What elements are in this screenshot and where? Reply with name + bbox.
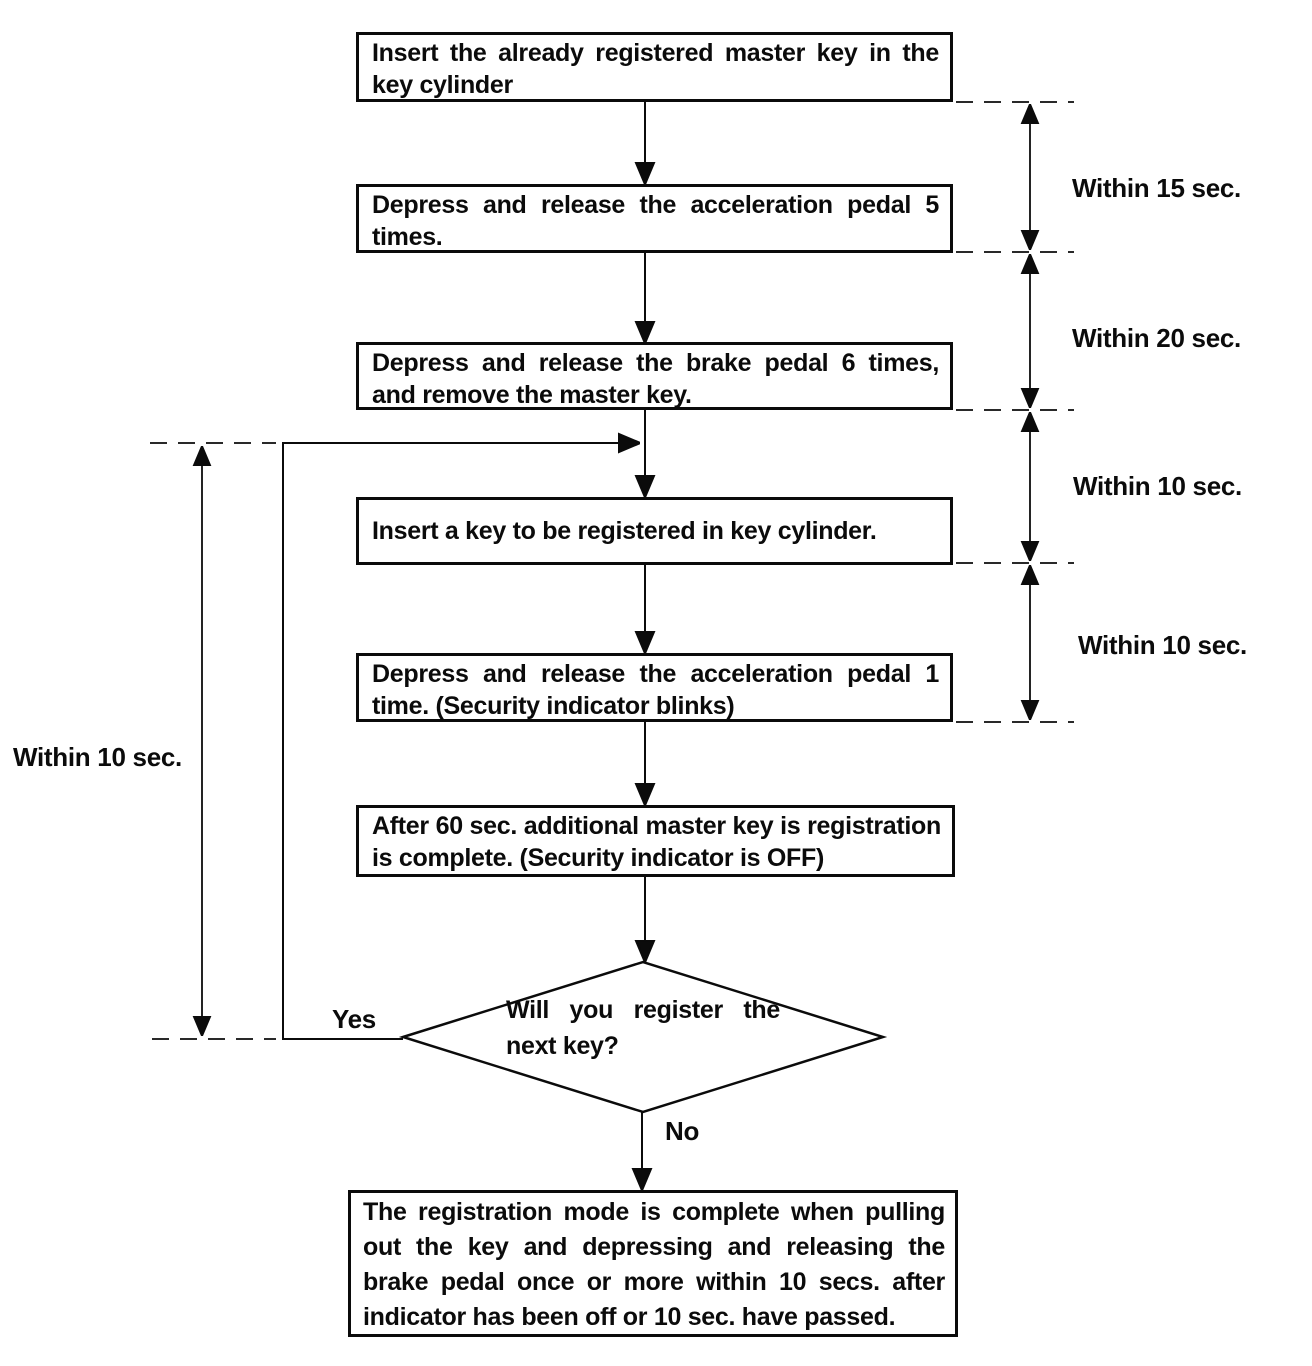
- timing-label-within-10-sec-a: Within 10 sec.: [1073, 471, 1242, 501]
- timing-label-within-10-sec-left: Within 10 sec.: [13, 742, 182, 772]
- step-text-line: is complete. (Security indicator is OFF): [372, 844, 824, 872]
- step-box-insert-key-to-register: Insert a key to be registered in key cyl…: [356, 497, 953, 565]
- step-box-accel-pedal-1-time: Depress and release the acceleration ped…: [356, 653, 953, 722]
- step-text-line: Depress and release the acceleration ped…: [372, 660, 939, 688]
- decision-yes-label: Yes: [332, 1004, 376, 1034]
- step-text-line: time. (Security indicator blinks): [372, 692, 735, 720]
- step-text-line: brake pedal once or more within 10 secs.…: [363, 1268, 945, 1296]
- step-text-line: Depress and release the brake pedal 6 ti…: [372, 349, 939, 377]
- timing-label-within-15-sec: Within 15 sec.: [1072, 173, 1241, 203]
- step-connectors: [642, 102, 645, 1187]
- decision-diamond: [398, 960, 888, 1114]
- step-text-line: After 60 sec. additional master key is r…: [372, 812, 941, 840]
- yes-loop-path: [282, 443, 637, 1040]
- step-text-line: Insert a key to be registered in key cyl…: [372, 517, 877, 545]
- step-box-accel-pedal-5-times: Depress and release the acceleration ped…: [356, 184, 953, 253]
- step-text-line: key cylinder: [372, 71, 513, 99]
- step-text-line: times.: [372, 223, 443, 251]
- decision-text-line: Will you register the: [506, 996, 780, 1024]
- step-box-registration-mode-complete: The registration mode is complete when p…: [348, 1190, 958, 1337]
- extension-dashed-lines: [150, 101, 1074, 1040]
- step-box-insert-master-key: Insert the already registered master key…: [356, 32, 953, 102]
- decision-question-text: Will you register the next key?: [506, 992, 780, 1064]
- timing-label-within-10-sec-b: Within 10 sec.: [1078, 630, 1247, 660]
- step-text-line: and remove the master key.: [372, 381, 692, 409]
- step-text-line: Insert the already registered master key…: [372, 39, 939, 67]
- decision-text-line: next key?: [506, 1032, 619, 1060]
- step-box-brake-pedal-6-times: Depress and release the brake pedal 6 ti…: [356, 342, 953, 410]
- step-text-line: The registration mode is complete when p…: [363, 1198, 945, 1226]
- timing-label-within-20-sec: Within 20 sec.: [1072, 323, 1241, 353]
- step-text-line: Depress and release the acceleration ped…: [372, 191, 939, 219]
- decision-no-label: No: [665, 1116, 700, 1146]
- step-text-line: indicator has been off or 10 sec. have p…: [363, 1303, 896, 1331]
- step-text-line: out the key and depressing and releasing…: [363, 1233, 945, 1261]
- timing-measure-arrows: [202, 107, 1030, 1033]
- step-box-additional-key-registered: After 60 sec. additional master key is r…: [356, 805, 955, 877]
